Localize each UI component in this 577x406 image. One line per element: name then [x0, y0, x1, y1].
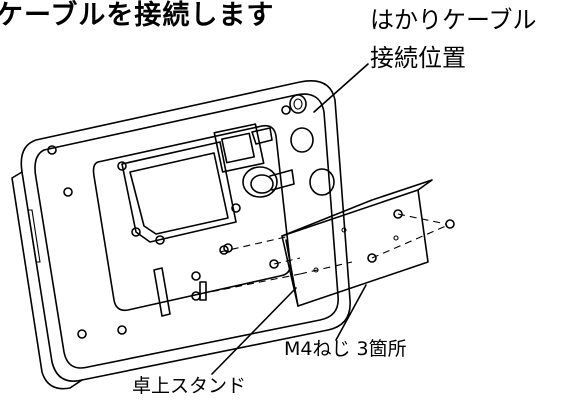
page-title: ケーブルを接続します: [0, 0, 275, 31]
cable-connection-label-line2: 接続位置: [370, 44, 466, 72]
leader-lines: [211, 63, 369, 375]
stand-bracket: [281, 179, 433, 307]
cable-connection-label-line1: はかりケーブル: [370, 6, 537, 34]
stand-label: 卓上スタンド: [132, 375, 247, 397]
indicator-rear-panel: [11, 80, 351, 390]
alignment-lines: [199, 213, 447, 295]
screw-icon: [191, 219, 455, 301]
screw-label: M4ねじ 3箇所: [284, 338, 407, 360]
cable-connector: [242, 166, 295, 198]
body-screws: [47, 105, 291, 339]
